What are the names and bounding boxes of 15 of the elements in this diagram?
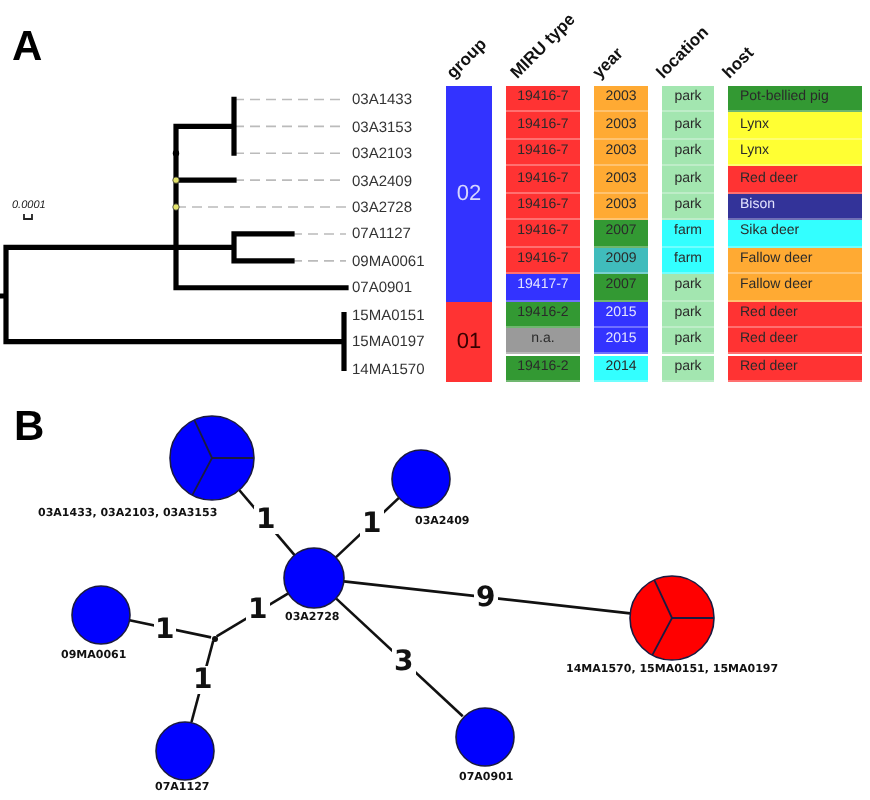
connector-line [343,580,631,615]
group-cell: 01 [446,301,492,382]
connector-line [128,618,212,639]
connector-line [335,597,464,718]
edge-label: 3 [392,648,416,676]
edge-label: 1 [360,510,384,538]
edge-label: 1 [254,506,278,534]
panel-label: A [12,26,43,70]
edge-label: 1 [246,595,270,623]
group-cell: 02 [446,86,492,302]
edge-label: 1 [153,616,177,644]
connector-line [215,592,289,638]
edge-label: 9 [474,583,498,611]
edge-label: 1 [191,666,215,694]
panel-label: B [14,406,45,450]
